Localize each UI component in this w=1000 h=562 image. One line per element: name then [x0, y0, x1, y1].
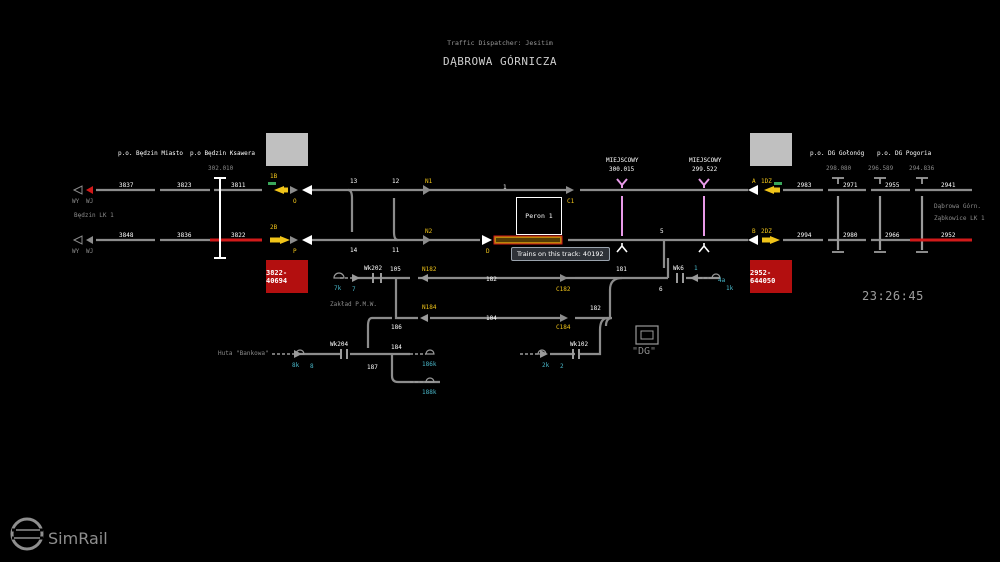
clock: 23:26:45: [862, 289, 924, 303]
simrail-logo-text: SimRail: [48, 529, 108, 548]
station-bedzin-ksawera: p.o Będzin Ksawera: [190, 150, 256, 157]
track-label-14[interactable]: 14: [350, 247, 358, 254]
km-pogoria: 294.836: [909, 165, 935, 172]
signal-label-wk204[interactable]: Wk204: [330, 341, 349, 348]
signal-label-1b[interactable]: 1B: [270, 173, 278, 180]
signal-label-188k[interactable]: 188k: [422, 389, 437, 396]
station-bedzin-lk: Będzin LK 1: [74, 212, 114, 219]
signal-label-2dz[interactable]: 2DZ: [761, 228, 772, 235]
track-label-2955[interactable]: 2955: [885, 182, 900, 189]
signal-label-n182[interactable]: N182: [422, 266, 437, 273]
signal-label-p[interactable]: P: [293, 248, 297, 255]
signal-label-8k[interactable]: 8k: [292, 362, 300, 369]
track-label-3811[interactable]: 3811: [231, 182, 246, 189]
signal-label-1[interactable]: 1: [694, 265, 698, 272]
signal-label-wy1[interactable]: WY: [72, 198, 80, 205]
signal-label-b[interactable]: B: [752, 228, 756, 235]
station-golonog: p.o. DG Gołonóg: [810, 150, 865, 157]
track-label-3836[interactable]: 3836: [177, 232, 192, 239]
track-label-181[interactable]: 181: [616, 266, 627, 273]
signal-label-2k[interactable]: 2k: [542, 362, 550, 369]
track-label-6[interactable]: 6: [659, 286, 663, 293]
signal-label-wj1[interactable]: WJ: [86, 198, 94, 205]
signal-label-n2[interactable]: N2: [425, 228, 433, 235]
signal-label-186k[interactable]: 186k: [422, 361, 437, 368]
track-label-13[interactable]: 13: [350, 178, 358, 185]
track-label-182[interactable]: 182: [486, 276, 497, 283]
km-bedzin-ksawera: 302.010: [208, 165, 234, 172]
km-golonog-2: 296.589: [868, 165, 894, 172]
signal-label-o[interactable]: O: [293, 198, 297, 205]
track-label-104[interactable]: 104: [486, 315, 497, 322]
signal-wj1: [86, 186, 93, 194]
track-label-5[interactable]: 5: [660, 228, 664, 235]
signal-label-wj2[interactable]: WJ: [86, 248, 94, 255]
track-label-3848[interactable]: 3848: [119, 232, 134, 239]
km-miejscowy-2: 299.522: [692, 166, 718, 173]
signal-label-8[interactable]: 8: [310, 363, 314, 370]
label-zaklad: Zakład P.M.W.: [330, 301, 377, 308]
signal-label-wk102[interactable]: Wk102: [570, 341, 589, 348]
signal-label-1dz[interactable]: 1DZ: [761, 178, 772, 185]
track-label-2983[interactable]: 2983: [797, 182, 812, 189]
signal-label-n1[interactable]: N1: [425, 178, 433, 185]
track-label-186[interactable]: 186: [391, 324, 402, 331]
signal-label-2[interactable]: 2: [560, 363, 564, 370]
station-miejscowy-2: MIEJSCOWY: [689, 157, 722, 164]
train-box-right[interactable]: 2952-644050: [750, 260, 792, 293]
dispatcher-label: Traffic Dispatcher: Jesitim: [447, 39, 553, 47]
track-label-2971[interactable]: 2971: [843, 182, 858, 189]
track-label-2952[interactable]: 2952: [941, 232, 956, 239]
km-miejscowy-1: 300.015: [609, 166, 635, 173]
signal-label-7k[interactable]: 7k: [334, 285, 342, 292]
station-title: DĄBROWA GÓRNICZA: [443, 55, 557, 68]
signal-label-d[interactable]: D: [486, 248, 490, 255]
signal-label-c1[interactable]: C1: [567, 198, 575, 205]
track-label-187[interactable]: 187: [367, 364, 378, 371]
station-pogoria: p.o. DG Pogoria: [877, 150, 932, 157]
track-label-184[interactable]: 184: [391, 344, 402, 351]
km-golonog: 298.080: [826, 165, 852, 172]
signal-label-1k[interactable]: 1k: [726, 285, 734, 292]
grey-panel-right[interactable]: [750, 133, 792, 166]
signal-label-c182[interactable]: C182: [556, 286, 571, 293]
signal-label-4a[interactable]: 4a: [718, 277, 726, 284]
track-label-3823[interactable]: 3823: [177, 182, 192, 189]
track-label-1[interactable]: 1: [503, 184, 507, 191]
signal-label-a[interactable]: A: [752, 178, 756, 185]
track-label-105[interactable]: 105: [390, 266, 401, 273]
signal-label-7[interactable]: 7: [352, 286, 356, 293]
station-zabkowice: Ząbkowice LK 1: [934, 215, 985, 222]
signal-label-n184[interactable]: N184: [422, 304, 437, 311]
label-huta: Huta "Bankowa": [218, 350, 269, 357]
signal-label-wy2[interactable]: WY: [72, 248, 80, 255]
track-label-2941[interactable]: 2941: [941, 182, 956, 189]
dg-station-icon[interactable]: [633, 324, 663, 364]
signal-label-c184[interactable]: C184: [556, 324, 571, 331]
track-label-182-b[interactable]: 182: [590, 305, 601, 312]
track-label-2966[interactable]: 2966: [885, 232, 900, 239]
train-box-left[interactable]: 3822-40694: [266, 260, 308, 293]
signal-label-wk202[interactable]: Wk202: [364, 265, 383, 272]
dg-label: "DG": [632, 346, 657, 357]
grey-panel-left[interactable]: [266, 133, 308, 166]
track-label-2994[interactable]: 2994: [797, 232, 812, 239]
signal-label-2b[interactable]: 2B: [270, 224, 278, 231]
track-tooltip: Trains on this track: 40192: [511, 247, 610, 261]
signal-label-wk6[interactable]: Wk6: [673, 265, 684, 272]
track-label-11[interactable]: 11: [392, 247, 400, 254]
signal-wy1: [72, 185, 83, 195]
track-label-3822[interactable]: 3822: [231, 232, 246, 239]
platform-label[interactable]: Peron 1: [516, 197, 562, 235]
track-label-12[interactable]: 12: [392, 178, 400, 185]
station-dabrowa-gorn: Dąbrowa Górn.: [934, 203, 981, 210]
track-label-2980[interactable]: 2980: [843, 232, 858, 239]
track-label-3837[interactable]: 3837: [119, 182, 134, 189]
station-miejscowy-1: MIEJSCOWY: [606, 157, 639, 164]
station-bedzin-miasto: p.o. Będzin Miasto: [118, 150, 184, 157]
simrail-logo-icon: [10, 517, 44, 551]
